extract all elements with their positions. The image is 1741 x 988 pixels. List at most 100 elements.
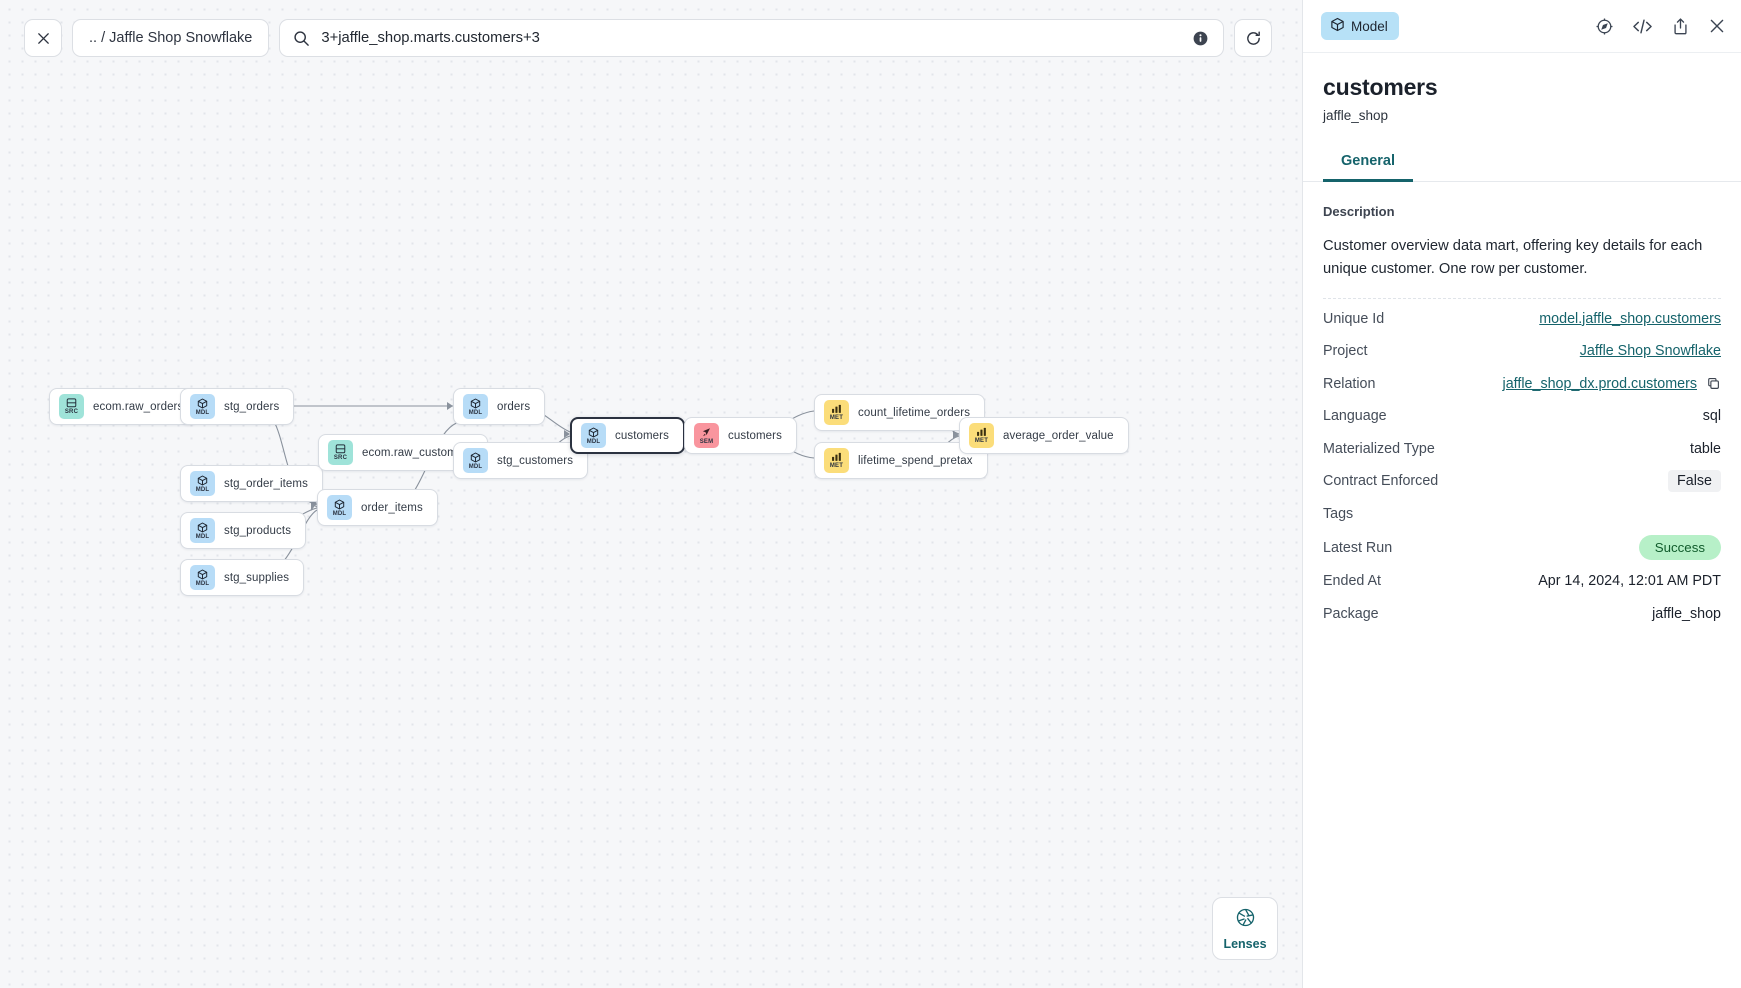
mdl-badge-icon: MDL bbox=[190, 518, 215, 543]
detail-key: Tags bbox=[1323, 505, 1354, 522]
lineage-node-orders[interactable]: MDL orders bbox=[453, 388, 546, 425]
detail-row: Language sql bbox=[1323, 400, 1721, 433]
lineage-node-label: average_order_value bbox=[1003, 429, 1114, 442]
panel-tabs: General bbox=[1303, 147, 1741, 182]
mdl-badge-icon: MDL bbox=[327, 495, 352, 520]
status-badge: Success bbox=[1638, 535, 1721, 561]
src-badge-icon: SRC bbox=[328, 440, 353, 465]
detail-value: jaffle_shop bbox=[1652, 605, 1721, 622]
lineage-node-stg_order_items[interactable]: MDL stg_order_items bbox=[180, 465, 323, 502]
panel-header: Model bbox=[1303, 0, 1741, 53]
panel-action-icons bbox=[1595, 17, 1726, 36]
lineage-node-label: stg_supplies bbox=[224, 571, 290, 584]
lineage-search[interactable] bbox=[279, 19, 1225, 57]
detail-key: Ended At bbox=[1323, 573, 1382, 590]
search-icon bbox=[293, 30, 310, 47]
lineage-node-label: stg_products bbox=[224, 524, 292, 537]
src-badge-icon: SRC bbox=[59, 394, 84, 419]
detail-row: Relation jaffle_shop_dx.prod.customers bbox=[1323, 368, 1721, 401]
cube-icon bbox=[1330, 17, 1345, 35]
code-icon[interactable] bbox=[1632, 17, 1653, 36]
mdl-badge-icon: MDL bbox=[463, 394, 488, 419]
detail-value-link[interactable]: model.jaffle_shop.customers bbox=[1539, 310, 1721, 327]
met-badge-icon: MET bbox=[824, 400, 849, 425]
detail-key: Contract Enforced bbox=[1323, 473, 1439, 490]
tab-general[interactable]: General bbox=[1323, 147, 1413, 182]
sem-badge-icon: SEM bbox=[694, 423, 719, 448]
lineage-node-label: orders bbox=[497, 400, 531, 413]
mdl-badge-icon: MDL bbox=[190, 471, 215, 496]
breadcrumb-label: .. / Jaffle Shop Snowflake bbox=[89, 30, 253, 46]
detail-value-link[interactable]: jaffle_shop_dx.prod.customers bbox=[1502, 375, 1697, 392]
met-badge-icon: MET bbox=[824, 448, 849, 473]
lineage-node-ecom_raw_orders[interactable]: SRC ecom.raw_orders bbox=[49, 388, 199, 425]
lineage-node-stg_products[interactable]: MDL stg_products bbox=[180, 512, 307, 549]
refresh-button[interactable] bbox=[1234, 19, 1273, 57]
lineage-node-stg_customers[interactable]: MDL stg_customers bbox=[453, 442, 589, 479]
detail-key: Relation bbox=[1323, 375, 1376, 392]
lineage-node-label: stg_orders bbox=[224, 400, 280, 413]
close-icon[interactable] bbox=[1708, 17, 1726, 35]
detail-key: Unique Id bbox=[1323, 310, 1385, 327]
canvas-toolbar: .. / Jaffle Shop Snowflake bbox=[24, 19, 1273, 57]
resource-type-chip[interactable]: Model bbox=[1321, 12, 1399, 40]
mdl-badge-icon: MDL bbox=[463, 448, 488, 473]
detail-row: Tags bbox=[1323, 498, 1721, 531]
refresh-icon bbox=[1245, 30, 1262, 47]
lineage-node-order_items[interactable]: MDL order_items bbox=[317, 489, 438, 526]
panel-body: Description Customer overview data mart,… bbox=[1303, 182, 1741, 988]
detail-key: Materialized Type bbox=[1323, 440, 1435, 457]
aperture-icon bbox=[1235, 907, 1256, 933]
close-lineage-button[interactable] bbox=[24, 19, 62, 57]
lineage-node-label: ecom.raw_orders bbox=[93, 400, 184, 413]
divider bbox=[1323, 297, 1721, 299]
lenses-button[interactable]: Lenses bbox=[1212, 897, 1278, 960]
lineage-node-stg_supplies[interactable]: MDL stg_supplies bbox=[180, 559, 305, 596]
detail-row: Ended At Apr 14, 2024, 12:01 AM PDT bbox=[1323, 565, 1721, 598]
lineage-node-label: customers bbox=[728, 429, 782, 442]
detail-key: Language bbox=[1323, 408, 1387, 425]
detail-key: Project bbox=[1323, 343, 1368, 360]
lineage-node-customers_model[interactable]: MDL customers bbox=[570, 417, 685, 454]
met-badge-icon: MET bbox=[969, 423, 994, 448]
share-icon[interactable] bbox=[1671, 17, 1690, 36]
detail-key: Package bbox=[1323, 605, 1379, 622]
copy-icon[interactable] bbox=[1706, 376, 1721, 391]
detail-value: table bbox=[1689, 440, 1721, 457]
detail-row: Materialized Type table bbox=[1323, 433, 1721, 466]
description-label: Description bbox=[1323, 204, 1395, 219]
search-input[interactable] bbox=[321, 30, 1182, 46]
page-subtitle: jaffle_shop bbox=[1323, 108, 1389, 123]
breadcrumb[interactable]: .. / Jaffle Shop Snowflake bbox=[72, 19, 270, 57]
lineage-canvas[interactable]: .. / Jaffle Shop Snowflake bbox=[0, 0, 1302, 988]
lineage-node-label: stg_order_items bbox=[224, 477, 308, 490]
lineage-node-label: lifetime_spend_pretax bbox=[858, 454, 973, 467]
detail-value: Apr 14, 2024, 12:01 AM PDT bbox=[1538, 573, 1721, 590]
compass-icon[interactable] bbox=[1595, 17, 1614, 36]
lineage-node-label: order_items bbox=[361, 501, 423, 514]
resource-type-label: Model bbox=[1351, 18, 1388, 34]
mdl-badge-icon: MDL bbox=[190, 565, 215, 590]
panel-title-block: customers jaffle_shop bbox=[1303, 53, 1741, 123]
detail-row: Unique Id model.jaffle_shop.customers bbox=[1323, 303, 1721, 336]
mdl-badge-icon: MDL bbox=[581, 423, 606, 448]
detail-row: Project Jaffle Shop Snowflake bbox=[1323, 335, 1721, 368]
lineage-node-customers_semantic[interactable]: SEM customers bbox=[684, 417, 797, 454]
lineage-node-average_order_value[interactable]: MET average_order_value bbox=[959, 417, 1129, 454]
close-icon bbox=[36, 31, 51, 46]
details-panel: Model bbox=[1302, 0, 1741, 988]
detail-row: Package jaffle_shop bbox=[1323, 598, 1721, 631]
lineage-node-label: stg_customers bbox=[497, 454, 574, 467]
description-text: Customer overview data mart, offering ke… bbox=[1323, 238, 1703, 277]
detail-value: sql bbox=[1702, 408, 1721, 425]
lineage-node-label: customers bbox=[615, 429, 669, 442]
detail-key: Latest Run bbox=[1323, 539, 1393, 556]
page-title: customers bbox=[1323, 74, 1438, 100]
detail-row: Latest Run Success bbox=[1323, 530, 1721, 565]
detail-value-link[interactable]: Jaffle Shop Snowflake bbox=[1579, 343, 1721, 360]
info-icon[interactable] bbox=[1192, 30, 1209, 47]
